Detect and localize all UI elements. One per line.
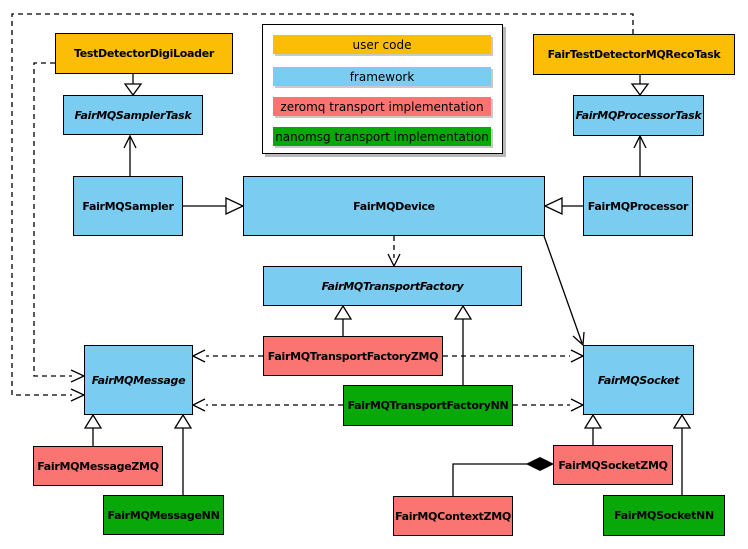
node-fair-test-detector-mq-reco-task: FairTestDetectorMQRecoTask <box>533 34 735 75</box>
edge-contextzmq-to-socketzmq <box>452 456 555 496</box>
edge-device-to-socket <box>543 235 585 347</box>
node-fairmq-socket: FairMQSocket <box>583 345 694 415</box>
node-fairmq-sampler-task: FairMQSamplerTask <box>63 95 203 135</box>
edge-socketnn-to-socket <box>672 413 692 495</box>
legend: user code framework zeromq transport imp… <box>262 24 503 154</box>
node-fairmq-sampler: FairMQSampler <box>73 176 183 236</box>
node-fairmq-socket-zmq: FairMQSocketZMQ <box>553 445 673 485</box>
node-test-detector-digi-loader: TestDetectorDigiLoader <box>55 33 233 74</box>
edge-messagenn-to-message <box>173 413 193 495</box>
node-fairmq-transport-factory-zmq: FairMQTransportFactoryZMQ <box>263 336 443 376</box>
edge-transportfactoryzmq-to-transportfactory <box>333 304 353 336</box>
edge-transportfactorynn-to-socket <box>513 398 585 412</box>
edge-device-to-transportfactory <box>387 236 401 268</box>
node-fairmq-context-zmq: FairMQContextZMQ <box>393 496 513 536</box>
edge-transportfactorynn-to-transportfactory <box>453 304 473 385</box>
edge-transportfactorynn-to-message <box>191 398 343 412</box>
node-fairmq-device: FairMQDevice <box>243 176 545 236</box>
node-fairmq-processor-task: FairMQProcessorTask <box>573 95 704 136</box>
legend-item-nanomsg: nanomsg transport implementation <box>273 127 491 146</box>
node-fairmq-message-nn: FairMQMessageNN <box>103 495 224 535</box>
edge-processor-to-processortask <box>633 134 647 176</box>
node-fairmq-socket-nn: FairMQSocketNN <box>603 495 725 536</box>
legend-item-framework: framework <box>273 67 491 86</box>
node-fairmq-transport-factory-nn: FairMQTransportFactoryNN <box>343 385 513 426</box>
edge-transportfactoryzmq-to-socket <box>443 349 585 363</box>
edge-recotask-to-processortask <box>630 75 650 97</box>
edge-sampler-to-samplertask <box>123 134 137 176</box>
edge-digiloader-to-samplertask <box>123 74 143 97</box>
node-fairmq-message: FairMQMessage <box>84 345 193 415</box>
node-fairmq-message-zmq: FairMQMessageZMQ <box>33 446 163 486</box>
edge-socketzmq-to-socket <box>583 413 603 445</box>
legend-item-zeromq: zeromq transport implementation <box>273 97 491 116</box>
node-fairmq-transport-factory: FairMQTransportFactory <box>263 266 522 306</box>
edge-sampler-to-device <box>183 196 245 216</box>
legend-item-user-code: user code <box>273 35 491 54</box>
edge-processor-to-device <box>543 196 583 216</box>
node-fairmq-processor: FairMQProcessor <box>583 176 693 236</box>
edge-messagezmq-to-message <box>83 413 103 446</box>
edge-transportfactoryzmq-to-message <box>191 349 263 363</box>
